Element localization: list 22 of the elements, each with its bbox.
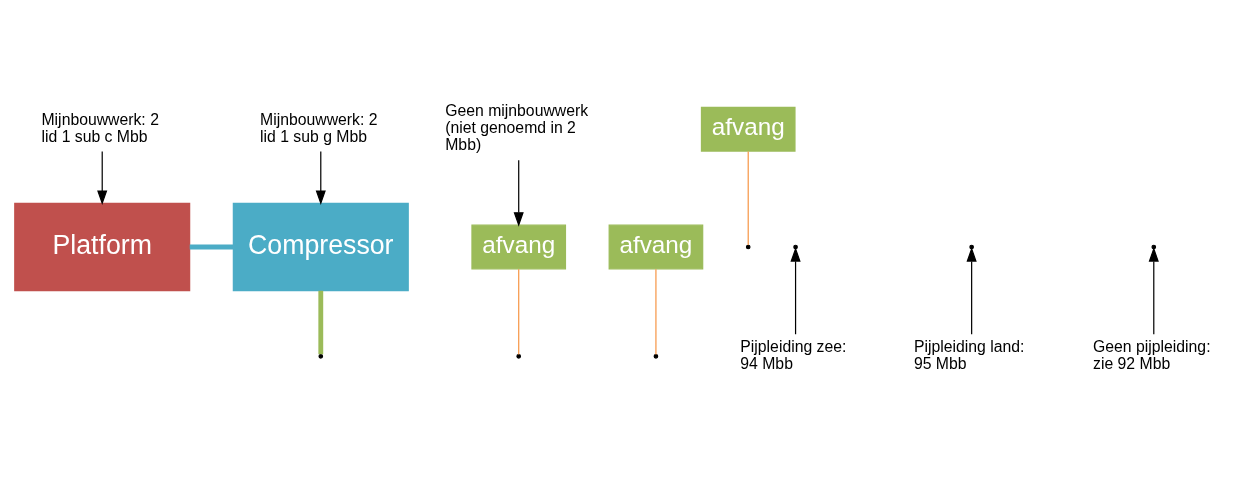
arrow bbox=[513, 159, 524, 227]
node-box: afvang bbox=[608, 224, 704, 270]
node-box: afvang bbox=[700, 106, 796, 152]
arrow bbox=[1148, 247, 1159, 335]
node-text: Mijnbouwwerk: 2 lid 1 sub g Mbb bbox=[260, 110, 378, 145]
node-text: Pijpleiding zee: 94 Mbb bbox=[740, 337, 847, 372]
node-box: Platform bbox=[14, 202, 191, 292]
node-text: Geen pijpleiding: zie 92 Mbb bbox=[1093, 337, 1211, 372]
node-text: Mijnbouwwerk: 2 lid 1 sub c Mbb bbox=[41, 110, 159, 145]
connector bbox=[747, 150, 749, 246]
connector bbox=[518, 268, 520, 356]
arrow bbox=[315, 150, 326, 206]
arrow bbox=[966, 247, 977, 335]
arrow bbox=[97, 150, 108, 206]
connector bbox=[318, 290, 324, 355]
connector bbox=[655, 268, 657, 356]
node-text: Pijpleiding land: 95 Mbb bbox=[913, 337, 1025, 372]
node-box: Compressor bbox=[232, 202, 409, 292]
arrow bbox=[790, 247, 801, 335]
node-text: Geen mijnbouwwerk (niet genoemd in 2 Mbb) bbox=[445, 102, 589, 154]
connector bbox=[189, 244, 234, 250]
node-box: afvang bbox=[471, 224, 567, 270]
